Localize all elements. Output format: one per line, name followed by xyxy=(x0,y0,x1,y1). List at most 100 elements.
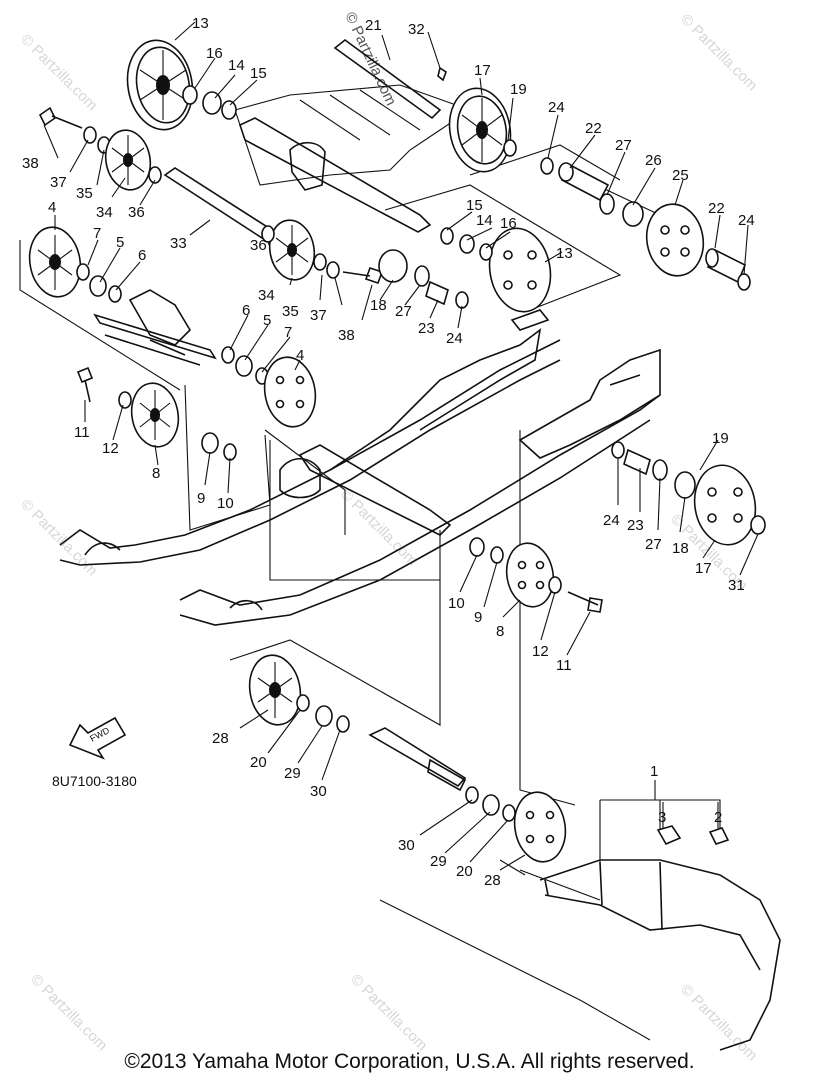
part-label-5b: 5 xyxy=(263,312,271,329)
part-label-30: 30 xyxy=(310,783,327,800)
part-label-8b: 8 xyxy=(496,623,504,640)
wheel-34-upper xyxy=(104,129,152,191)
part-label-23: 23 xyxy=(418,320,435,337)
part-label-26: 26 xyxy=(645,152,662,169)
part-label-4: 4 xyxy=(48,199,56,216)
part-label-27b: 27 xyxy=(395,303,412,320)
wheel-13-right-mid xyxy=(378,227,552,331)
part-label-15: 15 xyxy=(250,65,267,82)
fwd-label: FWD xyxy=(88,725,111,744)
figure-code: 8U7100-3180 xyxy=(52,773,137,789)
part-label-17b: 17 xyxy=(695,560,712,577)
part-label-35: 35 xyxy=(76,185,93,202)
part-label-27c: 27 xyxy=(645,536,662,553)
clips-2-3 xyxy=(656,825,730,846)
part-label-36: 36 xyxy=(128,204,145,221)
part-label-24: 24 xyxy=(548,99,565,116)
wheel-28-lower-left xyxy=(248,654,350,733)
part-label-34b: 34 xyxy=(258,287,275,304)
part-label-13b: 13 xyxy=(556,245,573,262)
wheel-8-right xyxy=(469,537,603,613)
part-label-11: 11 xyxy=(74,424,90,441)
part-label-38b: 38 xyxy=(338,327,355,344)
wheel-8-left xyxy=(76,366,237,461)
part-label-32: 32 xyxy=(408,21,425,38)
part-label-28b: 28 xyxy=(484,872,501,889)
part-label-8: 8 xyxy=(152,465,160,482)
part-label-13: 13 xyxy=(192,15,209,32)
part-label-31: 31 xyxy=(728,577,745,594)
part-label-11b: 11 xyxy=(556,657,572,674)
wheel-4-mid xyxy=(263,356,317,428)
part-label-5: 5 xyxy=(116,234,124,251)
part-label-24d: 24 xyxy=(603,512,620,529)
part-label-37: 37 xyxy=(50,174,67,191)
part-label-24c: 24 xyxy=(446,330,463,347)
part-label-25: 25 xyxy=(672,167,689,184)
part-number-labels: 13 16 14 15 21 32 17 19 24 22 27 26 25 2… xyxy=(22,15,755,889)
part-label-7b: 7 xyxy=(284,324,292,341)
watermark: © Partzilla.com xyxy=(677,11,760,94)
wheel-34-mid xyxy=(261,219,384,285)
watermark: © Partzilla.com xyxy=(337,486,420,569)
fwd-arrow: FWD xyxy=(68,716,127,760)
part-label-14: 14 xyxy=(228,57,245,74)
wheel-17-upper-right xyxy=(333,38,517,173)
part-label-22b: 22 xyxy=(708,200,725,217)
part-label-18b: 18 xyxy=(672,540,689,557)
part-label-16: 16 xyxy=(206,45,223,62)
part-label-19b: 19 xyxy=(712,430,729,447)
part-label-6: 6 xyxy=(138,247,146,264)
part-label-12b: 12 xyxy=(532,643,549,660)
part-label-35b: 35 xyxy=(282,303,299,320)
part-label-3: 3 xyxy=(658,809,666,826)
watermark: © Partzilla.com xyxy=(347,971,430,1054)
part-label-1: 1 xyxy=(650,763,658,780)
watermark: © Partzilla.com xyxy=(27,971,110,1054)
copyright-notice: ©2013 Yamaha Motor Corporation, U.S.A. A… xyxy=(124,1050,695,1073)
part-label-34: 34 xyxy=(96,204,113,221)
part-label-21: 21 xyxy=(365,17,382,34)
part-label-20: 20 xyxy=(250,754,267,771)
part-label-9b: 9 xyxy=(474,609,482,626)
part-label-12: 12 xyxy=(102,440,119,457)
part-label-24b: 24 xyxy=(738,212,755,229)
part-label-14b: 14 xyxy=(476,212,493,229)
part-label-38: 38 xyxy=(22,155,39,172)
part-label-18: 18 xyxy=(370,297,387,314)
watermark: © Partzilla.com xyxy=(17,496,100,579)
part-label-7: 7 xyxy=(93,225,101,242)
part-label-27: 27 xyxy=(615,137,632,154)
part-label-23b: 23 xyxy=(627,517,644,534)
part-label-29b: 29 xyxy=(430,853,447,870)
part-label-10b: 10 xyxy=(448,595,465,612)
wheel-4-left xyxy=(28,226,122,303)
suspension-frame xyxy=(19,84,781,1051)
part-label-37b: 37 xyxy=(310,307,327,324)
small-parts-left-mid xyxy=(221,346,269,385)
wheel-28-lower-right xyxy=(465,786,567,863)
part-label-10: 10 xyxy=(217,495,234,512)
part-label-19: 19 xyxy=(510,81,527,98)
part-label-22: 22 xyxy=(585,120,602,137)
part-label-33: 33 xyxy=(170,235,187,252)
part-label-20b: 20 xyxy=(456,863,473,880)
part-label-6b: 6 xyxy=(242,302,250,319)
part-label-17: 17 xyxy=(474,62,491,79)
watermark: © Partzilla.com xyxy=(17,31,100,114)
part-label-29: 29 xyxy=(284,765,301,782)
part-label-15b: 15 xyxy=(466,197,483,214)
wheel-13-upper-left xyxy=(126,39,194,131)
part-label-2: 2 xyxy=(714,809,722,826)
shafts-22-right xyxy=(540,157,751,291)
wheel-17-right-lower xyxy=(611,441,766,546)
part-label-9: 9 xyxy=(197,490,205,507)
part-label-4b: 4 xyxy=(296,347,304,364)
part-label-28: 28 xyxy=(212,730,229,747)
part-label-36b: 36 xyxy=(250,237,267,254)
part-label-16b: 16 xyxy=(500,215,517,232)
part-label-30b: 30 xyxy=(398,837,415,854)
leader-lines xyxy=(43,21,759,871)
